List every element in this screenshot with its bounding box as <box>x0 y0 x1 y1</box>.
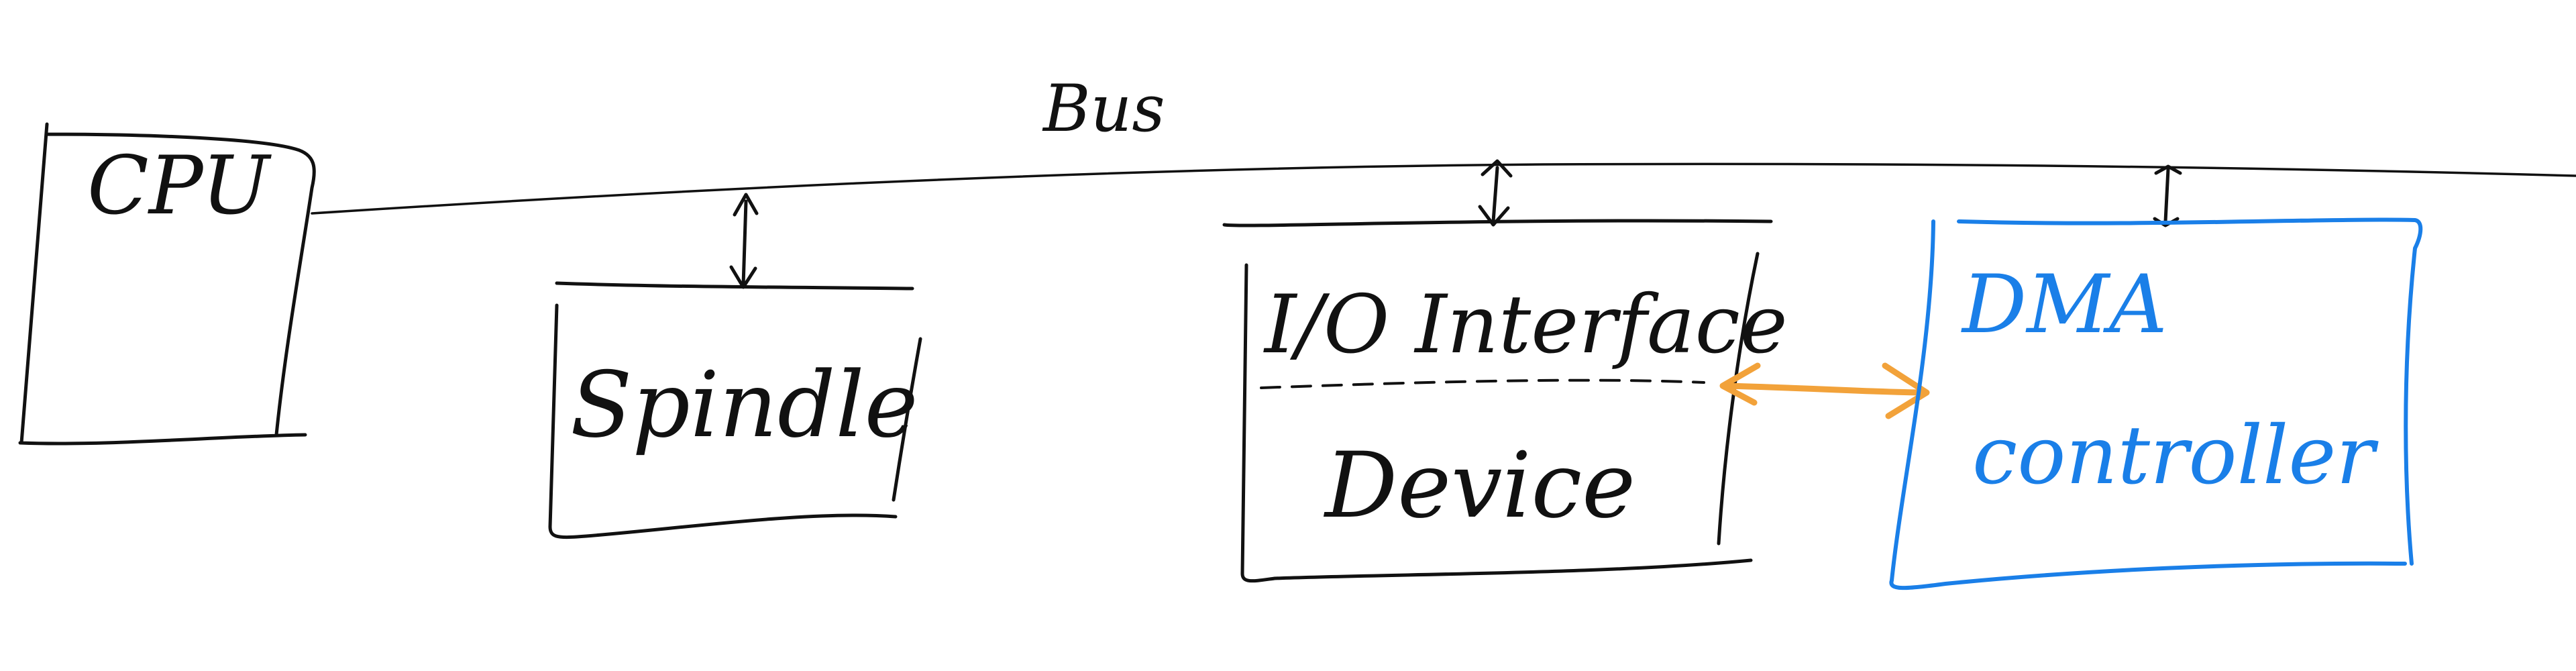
spindle-label: Spindle <box>570 352 918 458</box>
dma-controller-block: DMA controller <box>1889 164 2423 590</box>
io-box <box>1222 219 1773 583</box>
dma-connector-arrow <box>2153 164 2182 227</box>
io-divider-dashed <box>1260 378 1705 389</box>
bus-line <box>311 162 2576 215</box>
io-connector-arrow <box>1478 159 1513 227</box>
io-dma-arrow <box>1719 362 1930 419</box>
cpu-box <box>18 122 316 446</box>
bus-label: Bus <box>1042 71 1165 146</box>
dma-label-line1: DMA <box>1961 258 2167 352</box>
cpu-label: CPU <box>87 140 272 233</box>
device-label: Device <box>1323 433 1635 538</box>
io-interface-label: I/O Interface <box>1263 278 1788 372</box>
spindle-box <box>548 281 922 539</box>
spindle-block: Spindle <box>548 193 922 539</box>
spindle-connector-arrow <box>729 193 759 289</box>
cpu-block: CPU <box>18 122 316 446</box>
io-dma-link <box>1719 362 1930 419</box>
dma-box <box>1889 217 2423 590</box>
dma-label-line2: controller <box>1972 409 2379 503</box>
io-interface-block: I/O Interface Device <box>1222 159 1788 583</box>
